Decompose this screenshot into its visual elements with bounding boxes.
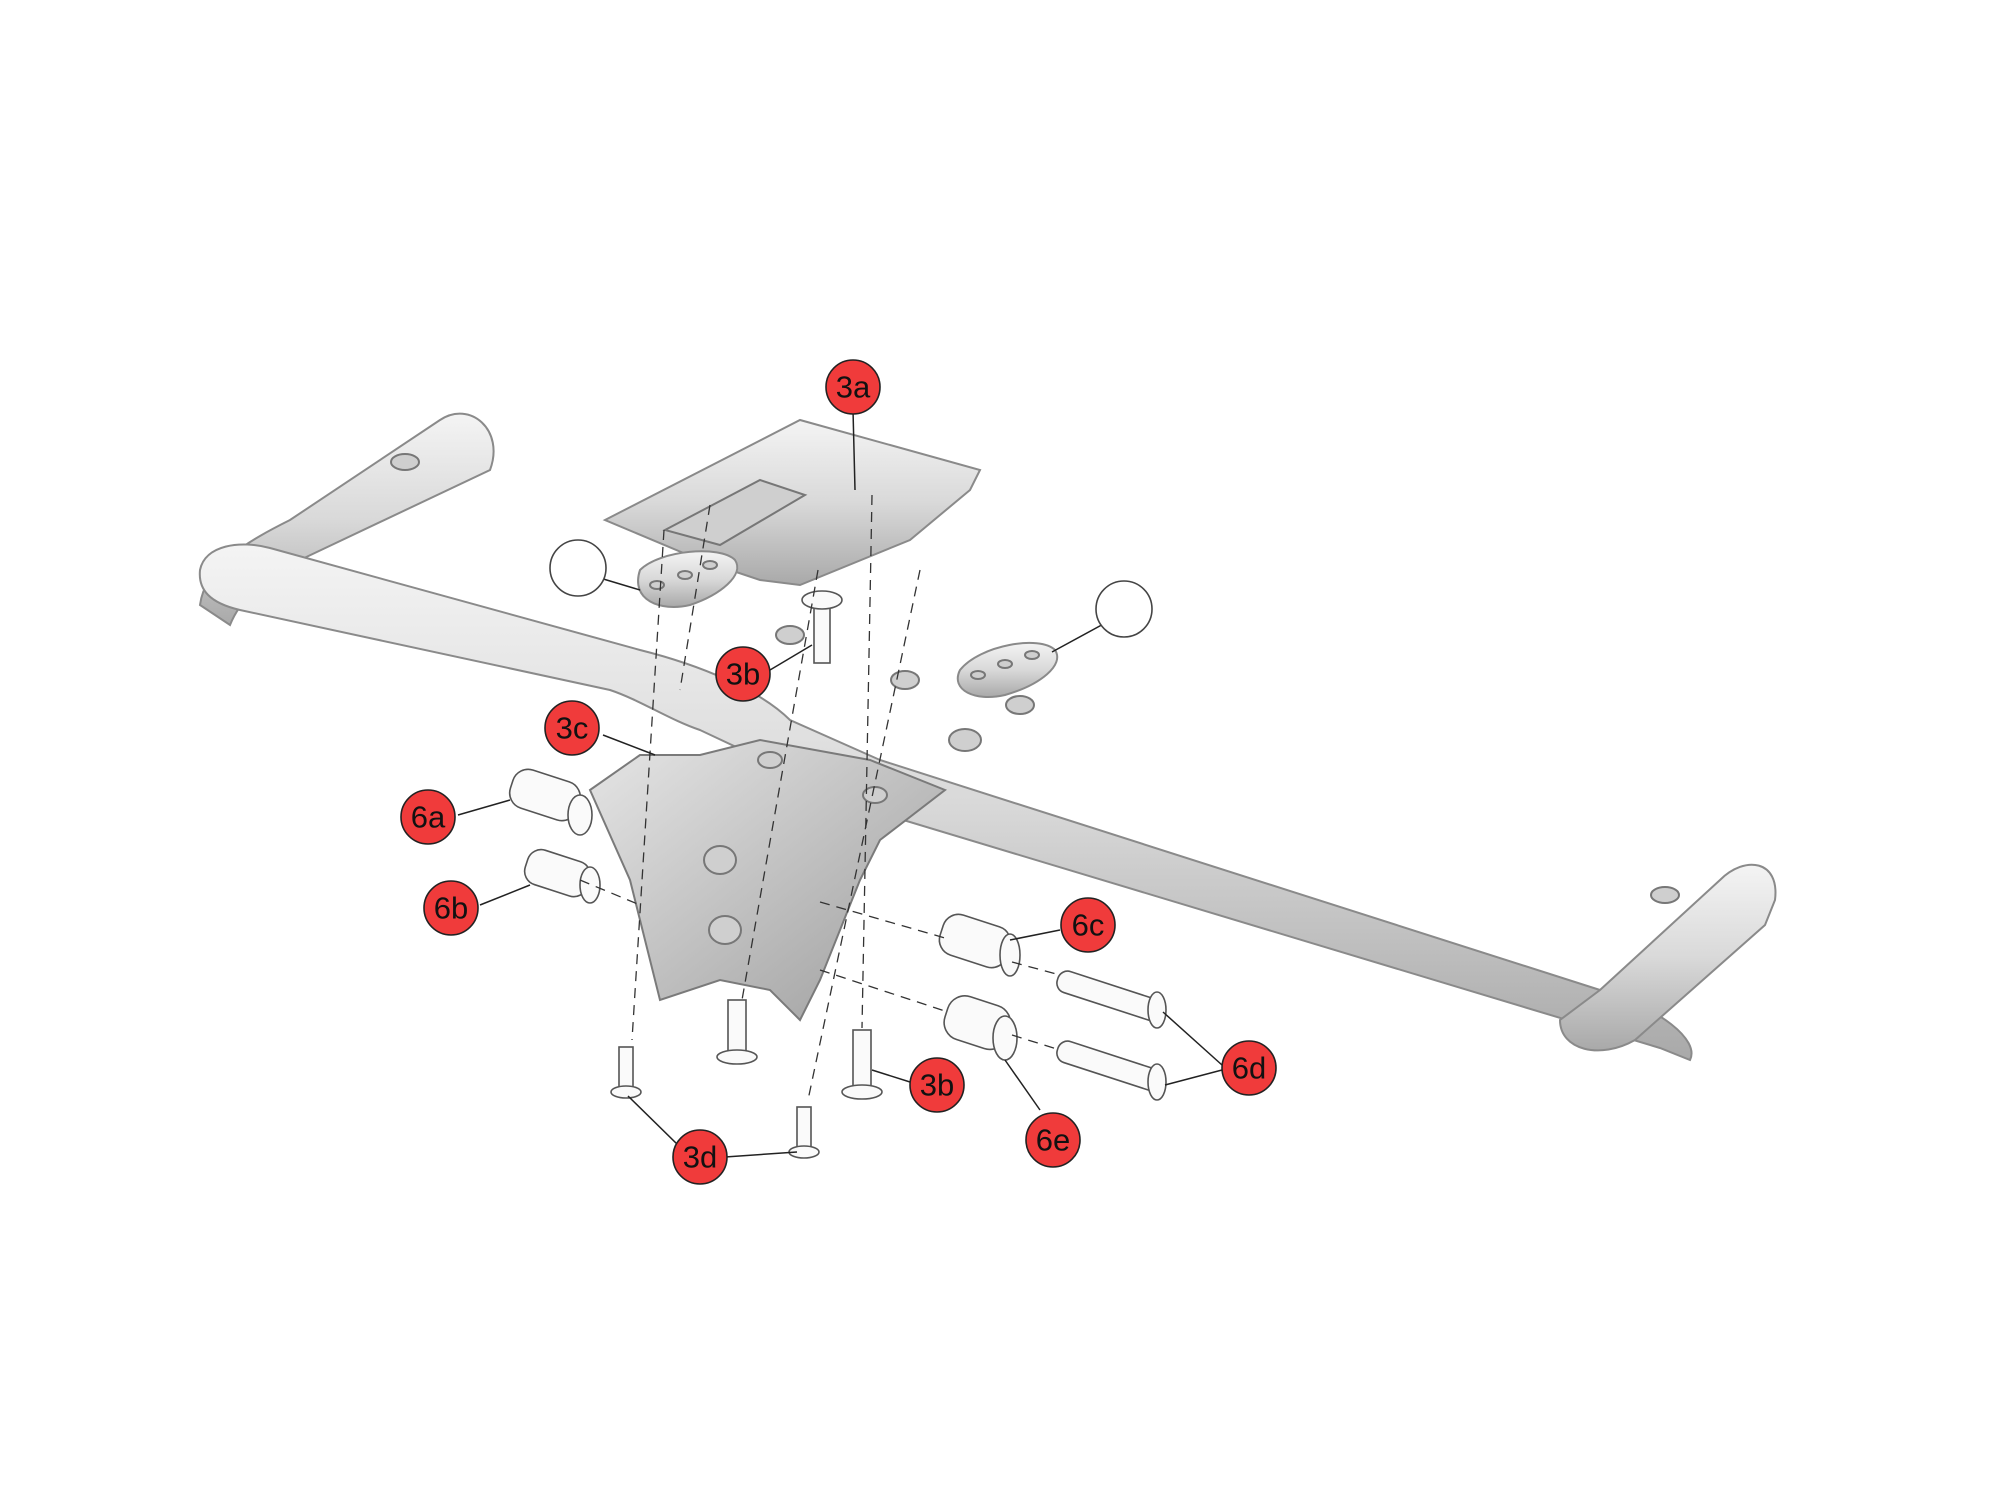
bracket-hole-1 xyxy=(703,845,737,875)
callout-3c: 3c xyxy=(544,700,600,756)
callout-3b-bottom-label: 3b xyxy=(920,1068,954,1103)
nut-6c-end xyxy=(999,933,1021,977)
clamp-bracket xyxy=(588,738,948,1022)
bar-hole-1 xyxy=(775,625,805,645)
left-guide-hole-b xyxy=(677,570,693,580)
bracket-bolt-head xyxy=(716,1049,758,1065)
center-bolt-shank xyxy=(813,604,831,664)
center-bolt-head xyxy=(801,590,843,610)
callout-6b: 6b xyxy=(423,880,479,936)
bracket-bolt-shank xyxy=(727,999,747,1053)
bolt-3b-bottom-shank xyxy=(852,1029,872,1089)
callout-6a: 6a xyxy=(400,789,456,845)
nut-6e-end xyxy=(992,1015,1018,1061)
bolt-6d-lower-head xyxy=(1147,1063,1167,1101)
callout-3b-top: 3b xyxy=(715,646,771,702)
rivet-3d-left-head xyxy=(610,1085,642,1099)
left-cable-guide xyxy=(637,550,739,608)
rivet-3d-left-shank xyxy=(618,1046,634,1088)
bracket-hole-2 xyxy=(708,915,742,945)
nut-6e xyxy=(943,995,1018,1061)
callout-3b-top-label: 3b xyxy=(726,657,760,692)
callout-6c-label: 6c xyxy=(1072,908,1105,943)
lower-bolts xyxy=(610,999,883,1159)
bar-hole-3 xyxy=(948,728,982,752)
left-guide-hole-c xyxy=(702,560,718,570)
bolts-6d xyxy=(1056,970,1167,1101)
left-guide-hole-a xyxy=(649,580,665,590)
barrel-nut-6b xyxy=(523,848,601,904)
callout-3d-label: 3d xyxy=(683,1140,717,1175)
blank-callout-left xyxy=(549,539,607,597)
center-bolt-top xyxy=(801,590,843,664)
bracket-hole-4 xyxy=(862,786,888,804)
clamp-bracket-body xyxy=(588,738,948,1022)
callout-6c: 6c xyxy=(1060,897,1116,953)
bar-hole-2 xyxy=(890,670,920,690)
leader-lines xyxy=(457,409,1223,1158)
left-bar-end-hole xyxy=(390,453,420,471)
barrel-nut-6a-end xyxy=(567,794,593,836)
right-bar-end-hole xyxy=(1650,886,1680,904)
bracket-hole-3 xyxy=(757,751,783,769)
callout-6d: 6d xyxy=(1221,1040,1277,1096)
nut-6c xyxy=(938,913,1021,977)
callout-6e: 6e xyxy=(1025,1112,1081,1168)
barrel-nut-6b-end xyxy=(579,866,601,904)
callout-6b-label: 6b xyxy=(434,891,468,926)
right-guide-hole-b xyxy=(997,659,1013,669)
callout-3a: 3a xyxy=(825,359,881,415)
bar-hole-4 xyxy=(1005,695,1035,715)
bolt-6d-upper-head xyxy=(1147,991,1167,1029)
blank-callout-right xyxy=(1095,580,1153,638)
barrel-nut-6a xyxy=(508,768,593,836)
right-cable-guide xyxy=(956,642,1058,698)
callout-3a-label: 3a xyxy=(836,370,871,405)
callout-3c-label: 3c xyxy=(556,711,589,746)
callout-6d-label: 6d xyxy=(1232,1051,1266,1086)
right-cable-guide-body xyxy=(956,642,1058,698)
callout-3b-bottom: 3b xyxy=(909,1057,965,1113)
callout-3d: 3d xyxy=(672,1129,728,1185)
rivet-3d-right-shank xyxy=(796,1106,812,1148)
callout-6e-label: 6e xyxy=(1036,1123,1070,1158)
right-guide-hole-a xyxy=(970,670,986,680)
right-guide-hole-c xyxy=(1024,650,1040,660)
handlebar-right-extension xyxy=(1558,863,1777,1052)
bolt-3b-bottom-head xyxy=(841,1084,883,1100)
handlebar xyxy=(198,412,1777,1062)
callout-6a-label: 6a xyxy=(411,800,446,835)
cover-plate-slot xyxy=(662,478,808,547)
assembly-lines xyxy=(579,494,1061,1101)
